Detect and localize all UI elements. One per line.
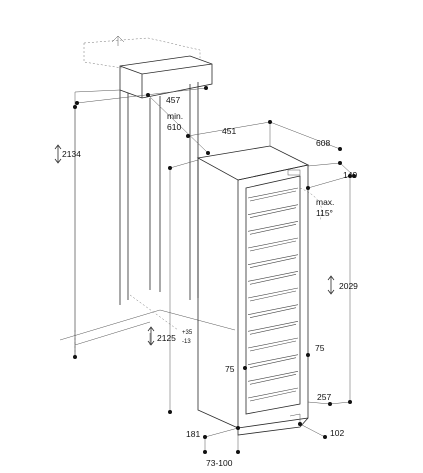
- dim-608: 608: [316, 138, 330, 148]
- dimension-dot: [348, 174, 352, 178]
- max-angle-value: 115°: [316, 208, 333, 218]
- shelf: [247, 254, 299, 268]
- shelf: [247, 187, 299, 202]
- dimension-dot: [236, 450, 240, 454]
- double-arrow-icon: [54, 144, 62, 164]
- dim-181: 181: [186, 429, 200, 439]
- shelf: [247, 271, 299, 285]
- shelf: [247, 321, 299, 335]
- dimension-dot: [328, 402, 332, 406]
- dimension-dot: [168, 166, 172, 170]
- shelf: [247, 221, 299, 235]
- shelf: [247, 354, 299, 368]
- dimension-dot: [146, 93, 150, 97]
- shelf: [247, 287, 299, 302]
- dimension-dot: [203, 435, 207, 439]
- dim-min-label: min.: [167, 111, 183, 121]
- shelf: [247, 237, 299, 252]
- dimension-dot: [203, 450, 207, 454]
- dim-2134: 2134: [62, 149, 81, 159]
- dimension-dot: [348, 400, 352, 404]
- dimension-dot: [323, 435, 327, 439]
- shelf: [247, 337, 299, 352]
- door-angle-arc: [299, 187, 322, 221]
- dimension-dot: [298, 422, 302, 426]
- max-angle-label: max.: [316, 197, 334, 207]
- dim-610: 610: [167, 122, 181, 132]
- dimension-dot: [206, 151, 210, 155]
- dim-75-left: 75: [225, 364, 235, 374]
- dimension-lines: [74, 87, 355, 452]
- dimension-dot: [75, 101, 79, 105]
- wine-shelves: [247, 187, 299, 402]
- dimension-dot: [338, 147, 342, 151]
- dim-257: 257: [317, 392, 331, 402]
- shelf: [247, 387, 299, 402]
- dimension-dot: [268, 120, 272, 124]
- dimension-dot: [243, 366, 247, 370]
- shelf: [247, 371, 299, 385]
- dim-457: 457: [166, 95, 180, 105]
- shelf: [247, 304, 299, 318]
- dim-2125: 2125: [157, 333, 176, 343]
- dim-451: 451: [222, 126, 236, 136]
- dimension-dots: [73, 86, 356, 454]
- dimension-dot: [168, 410, 172, 414]
- dimension-dot: [352, 174, 356, 178]
- niche-outline: [59, 35, 236, 357]
- dim-102: 102: [330, 428, 344, 438]
- dim-2125-plus: +35: [182, 330, 193, 336]
- dim-75-right: 75: [315, 343, 325, 353]
- double-arrow-icon: [147, 326, 155, 346]
- dimension-dot: [306, 186, 310, 190]
- shelf: [247, 204, 299, 218]
- dimension-dot: [306, 353, 310, 357]
- dimension-dot: [186, 134, 190, 138]
- wine-cabinet-appliance: [196, 145, 310, 436]
- dimension-dot: [73, 355, 77, 359]
- dim-149: 149: [343, 170, 357, 180]
- dim-2125-minus: -13: [182, 339, 191, 345]
- dimension-dot: [73, 105, 77, 109]
- dim-73-100: 73-100: [206, 458, 233, 468]
- double-arrow-icon: [327, 275, 335, 295]
- dim-2029: 2029: [339, 281, 358, 291]
- dimension-dot: [236, 426, 240, 430]
- dimension-dot: [338, 161, 342, 165]
- dimension-dot: [204, 86, 208, 90]
